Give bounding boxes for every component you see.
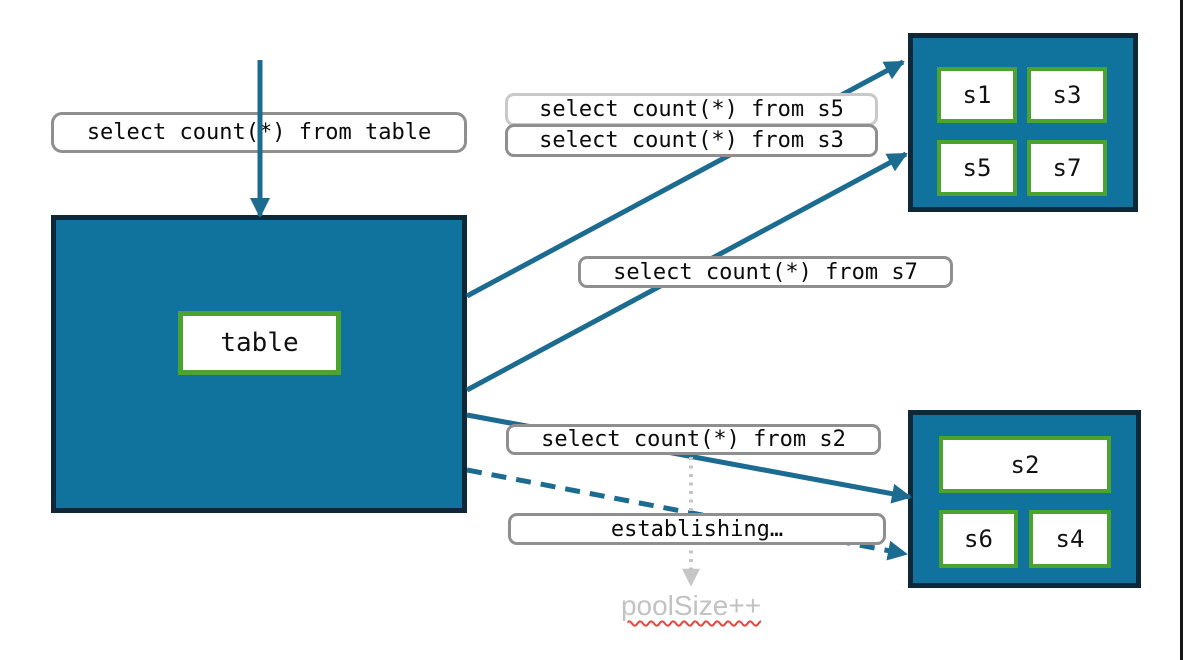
- shard-pool-top: s1 s3 s5 s7: [908, 33, 1138, 212]
- shard-s4: s4: [1029, 510, 1111, 568]
- query-label-from-s7: select count(*) from s7: [578, 256, 953, 288]
- poolsize-note-text: poolSize++: [620, 590, 762, 621]
- shard-s7-label: s7: [1052, 154, 1082, 182]
- shard-s2: s2: [939, 436, 1111, 493]
- shard-s2-label: s2: [1010, 450, 1040, 479]
- table-label: table: [220, 328, 299, 358]
- table-core-box: table: [178, 311, 341, 375]
- shard-s1: s1: [937, 67, 1017, 123]
- shard-s1-label: s1: [962, 81, 992, 109]
- establishing-label: establishing…: [508, 513, 886, 545]
- shard-s3: s3: [1027, 67, 1107, 123]
- query-label-from-s3: select count(*) from s3: [505, 124, 878, 157]
- query-label-from-s7-text: select count(*) from s7: [613, 259, 918, 285]
- query-label-from-s5-text: select count(*) from s5: [539, 97, 844, 122]
- query-label-from-s5: select count(*) from s5: [505, 93, 878, 126]
- shard-s7: s7: [1027, 140, 1107, 196]
- shard-s3-label: s3: [1052, 81, 1082, 109]
- query-label-from-table-text: select count(*) from table: [86, 120, 432, 145]
- shard-s5-label: s5: [962, 154, 992, 182]
- query-label-from-table: select count(*) from table: [51, 112, 467, 153]
- window-edge-line: [1180, 0, 1183, 660]
- shard-pool-bottom: s2 s6 s4: [908, 410, 1141, 588]
- query-label-from-s2-text: select count(*) from s2: [541, 427, 846, 452]
- table-node: table: [51, 215, 467, 513]
- poolsize-note: poolSize++: [571, 590, 811, 622]
- shard-s6: s6: [939, 510, 1018, 568]
- query-label-from-s3-text: select count(*) from s3: [539, 128, 844, 153]
- shard-s5: s5: [937, 140, 1017, 196]
- query-label-from-s2: select count(*) from s2: [506, 424, 881, 455]
- shard-s6-label: s6: [964, 525, 993, 553]
- shard-s4-label: s4: [1055, 525, 1085, 553]
- establishing-label-text: establishing…: [610, 516, 784, 542]
